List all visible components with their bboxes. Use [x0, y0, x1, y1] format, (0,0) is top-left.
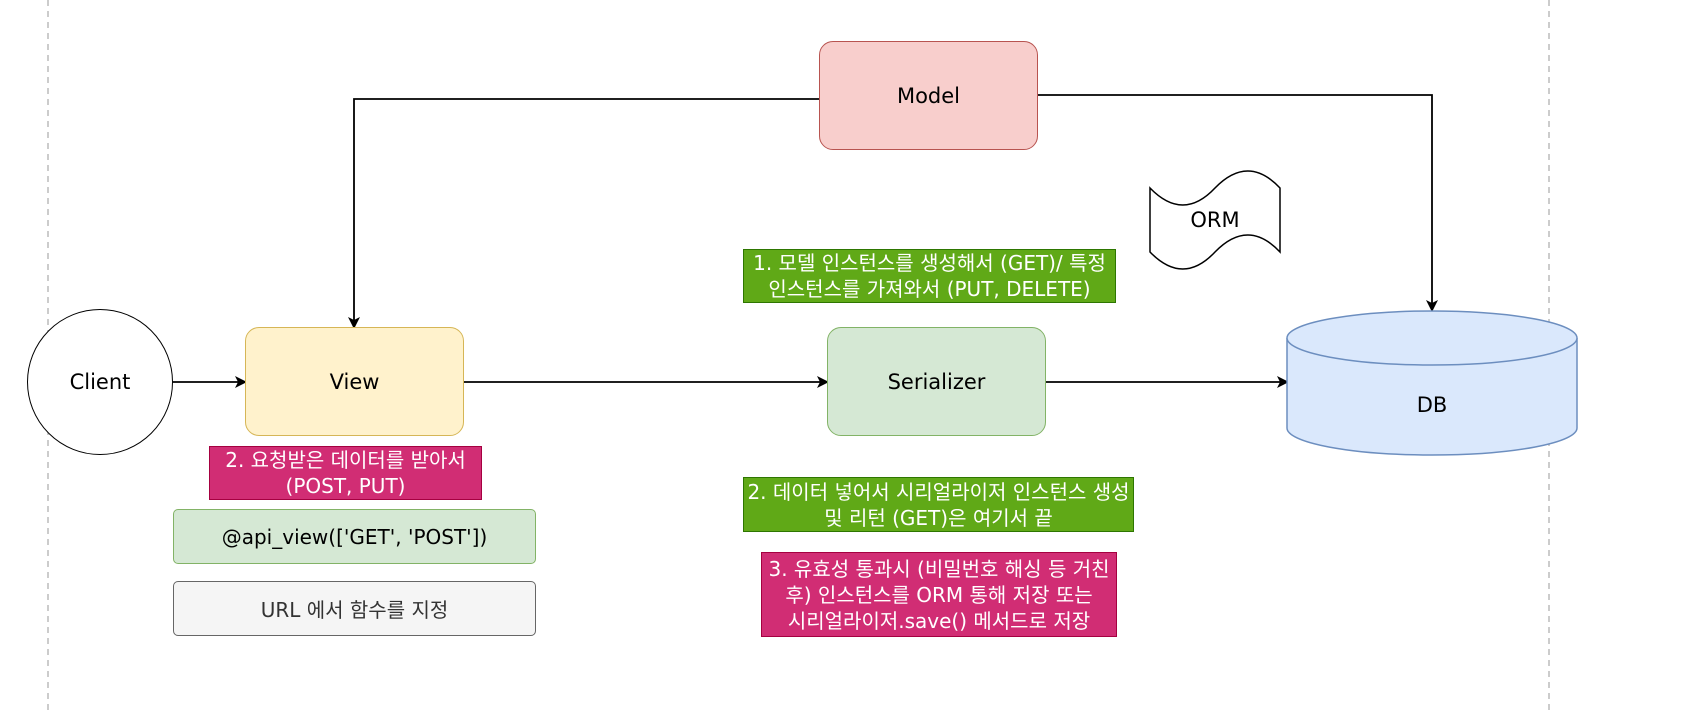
serializer-label: Serializer	[887, 369, 986, 394]
client-node: Client	[27, 309, 173, 455]
note-request-data-line2: (POST, PUT)	[285, 474, 406, 498]
note-model-instance-line2: 인스턴스를 가져와서 (PUT, DELETE)	[768, 277, 1091, 301]
url-mapping-box: URL 에서 함수를 지정	[173, 581, 536, 636]
model-node: Model	[819, 41, 1038, 150]
note-model-instance-line1: 1. 모델 인스턴스를 생성해서 (GET)/ 특정	[753, 251, 1106, 275]
note-serializer-instance-line2: 및 리턴 (GET)은 여기서 끝	[824, 505, 1053, 530]
note-serializer-instance-line1: 2. 데이터 넣어서 시리얼라이저 인스턴스 생성	[747, 479, 1130, 504]
edge-model-to-view	[348, 98, 819, 329]
orm-tape-shape	[1149, 170, 1281, 270]
note-validation-save-line3: 시리얼라이저.save() 메서드로 저장	[787, 608, 1091, 633]
api-view-decorator-box: @api_view(['GET', 'POST'])	[173, 509, 536, 564]
model-label: Model	[896, 83, 961, 108]
note-serializer-instance: 2. 데이터 넣어서 시리얼라이저 인스턴스 생성 및 리턴 (GET)은 여기…	[743, 477, 1134, 532]
api-view-label: @api_view(['GET', 'POST'])	[221, 524, 488, 549]
note-validation-save-line1: 3. 유효성 통과시 (비밀번호 해싱 등 거친	[768, 556, 1110, 581]
note-request-data: 2. 요청받은 데이터를 받아서 (POST, PUT)	[209, 446, 482, 500]
view-label: View	[329, 369, 380, 394]
view-node: View	[245, 327, 464, 436]
edge-model-to-db	[1038, 94, 1438, 312]
note-model-instance: 1. 모델 인스턴스를 생성해서 (GET)/ 특정 인스턴스를 가져와서 (P…	[743, 249, 1116, 303]
client-label: Client	[69, 370, 131, 394]
serializer-node: Serializer	[827, 327, 1046, 436]
note-validation-save-line2: 후) 인스턴스를 ORM 통해 저장 또는	[785, 582, 1093, 607]
db-cylinder	[1286, 310, 1578, 456]
orm-label: ORM	[1190, 208, 1240, 232]
note-request-data-line1: 2. 요청받은 데이터를 받아서	[225, 448, 466, 472]
url-mapping-label: URL 에서 함수를 지정	[260, 598, 449, 622]
note-validation-save: 3. 유효성 통과시 (비밀번호 해싱 등 거친 후) 인스턴스를 ORM 통해…	[761, 552, 1117, 637]
db-label: DB	[1416, 393, 1448, 417]
